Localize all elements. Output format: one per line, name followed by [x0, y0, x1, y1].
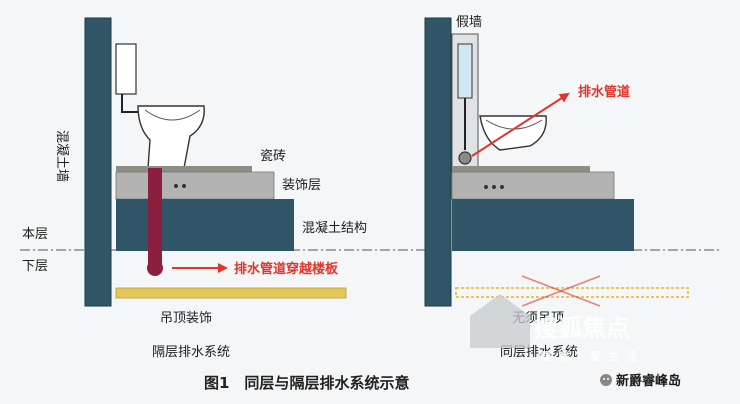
right-tile-layer — [452, 166, 590, 172]
right-decor-dot — [484, 185, 488, 189]
wechat-account-tag: 新爵睿峰岛 — [600, 373, 681, 389]
left-toilet-icon — [137, 105, 205, 169]
left-concrete-slab — [116, 199, 294, 251]
right-decor-dot — [500, 185, 504, 189]
drain-pipe-label: 排水管道 — [578, 84, 630, 100]
false-wall-label: 假墙 — [456, 15, 482, 30]
left-toilet-bowl — [144, 109, 201, 121]
watermark-slogan-2: 家 — [558, 349, 570, 363]
lower-floor-label: 下层 — [22, 259, 48, 274]
no-ceiling-cross — [521, 275, 601, 307]
right-ceiling-board — [455, 287, 689, 298]
right-cistern-icon — [457, 43, 473, 99]
sohu-watermark: 搜狐焦点 爱 家 · 爱 生 活 — [470, 294, 637, 363]
pipe-through-slab-label: 排水管道穿越楼板 — [234, 261, 339, 277]
right-pipe-arrow — [471, 92, 570, 157]
left-concrete-wall — [84, 17, 112, 307]
house-logo-icon — [470, 294, 530, 348]
wechat-icon-eye — [607, 378, 609, 380]
right-toilet-icon — [479, 115, 547, 151]
left-drain-pipe — [148, 168, 162, 268]
watermark-slogan-3: · — [576, 350, 580, 363]
sep-floor-system-label: 隔层排水系统 — [152, 345, 230, 360]
watermark-brand: 搜狐焦点 — [534, 314, 630, 342]
watermark-slogan-4: 爱 — [590, 350, 601, 363]
watermark-slogan-1: 爱 — [540, 350, 551, 363]
left-cistern-icon — [115, 43, 137, 95]
right-concrete-wall — [424, 17, 452, 307]
account-name: 新爵睿峰岛 — [616, 373, 681, 389]
right-pipe-elbow — [458, 151, 472, 165]
decor-layer-label: 装饰层 — [282, 178, 321, 193]
watermark-slogan-6: 活 — [626, 349, 637, 363]
concrete-wall-label: 混凝土墙 — [54, 130, 70, 182]
left-decor-dot — [182, 184, 186, 188]
wechat-icon-eye — [603, 378, 605, 380]
right-decor-layer — [451, 171, 615, 200]
left-flush-pipe — [121, 94, 140, 113]
ceiling-decor-label: 吊顶装饰 — [160, 311, 212, 326]
right-decor-dot — [492, 185, 496, 189]
watermark-slogan-5: 生 — [608, 349, 619, 363]
left-ceiling-board — [115, 287, 347, 299]
concrete-structure-label: 混凝土结构 — [302, 220, 367, 236]
wechat-icon — [600, 374, 612, 386]
left-decor-dot — [174, 184, 178, 188]
this-floor-label: 本层 — [22, 227, 48, 242]
tile-label: 瓷砖 — [260, 149, 286, 164]
figure-caption: 图1 同层与隔层排水系统示意 — [204, 374, 409, 392]
right-concrete-slab — [452, 199, 634, 251]
left-decor-layer — [115, 171, 275, 200]
left-tile-layer — [116, 166, 252, 172]
left-pipe-elbow — [147, 260, 163, 276]
same-floor-system-label: 同层排水系统 — [500, 345, 578, 360]
